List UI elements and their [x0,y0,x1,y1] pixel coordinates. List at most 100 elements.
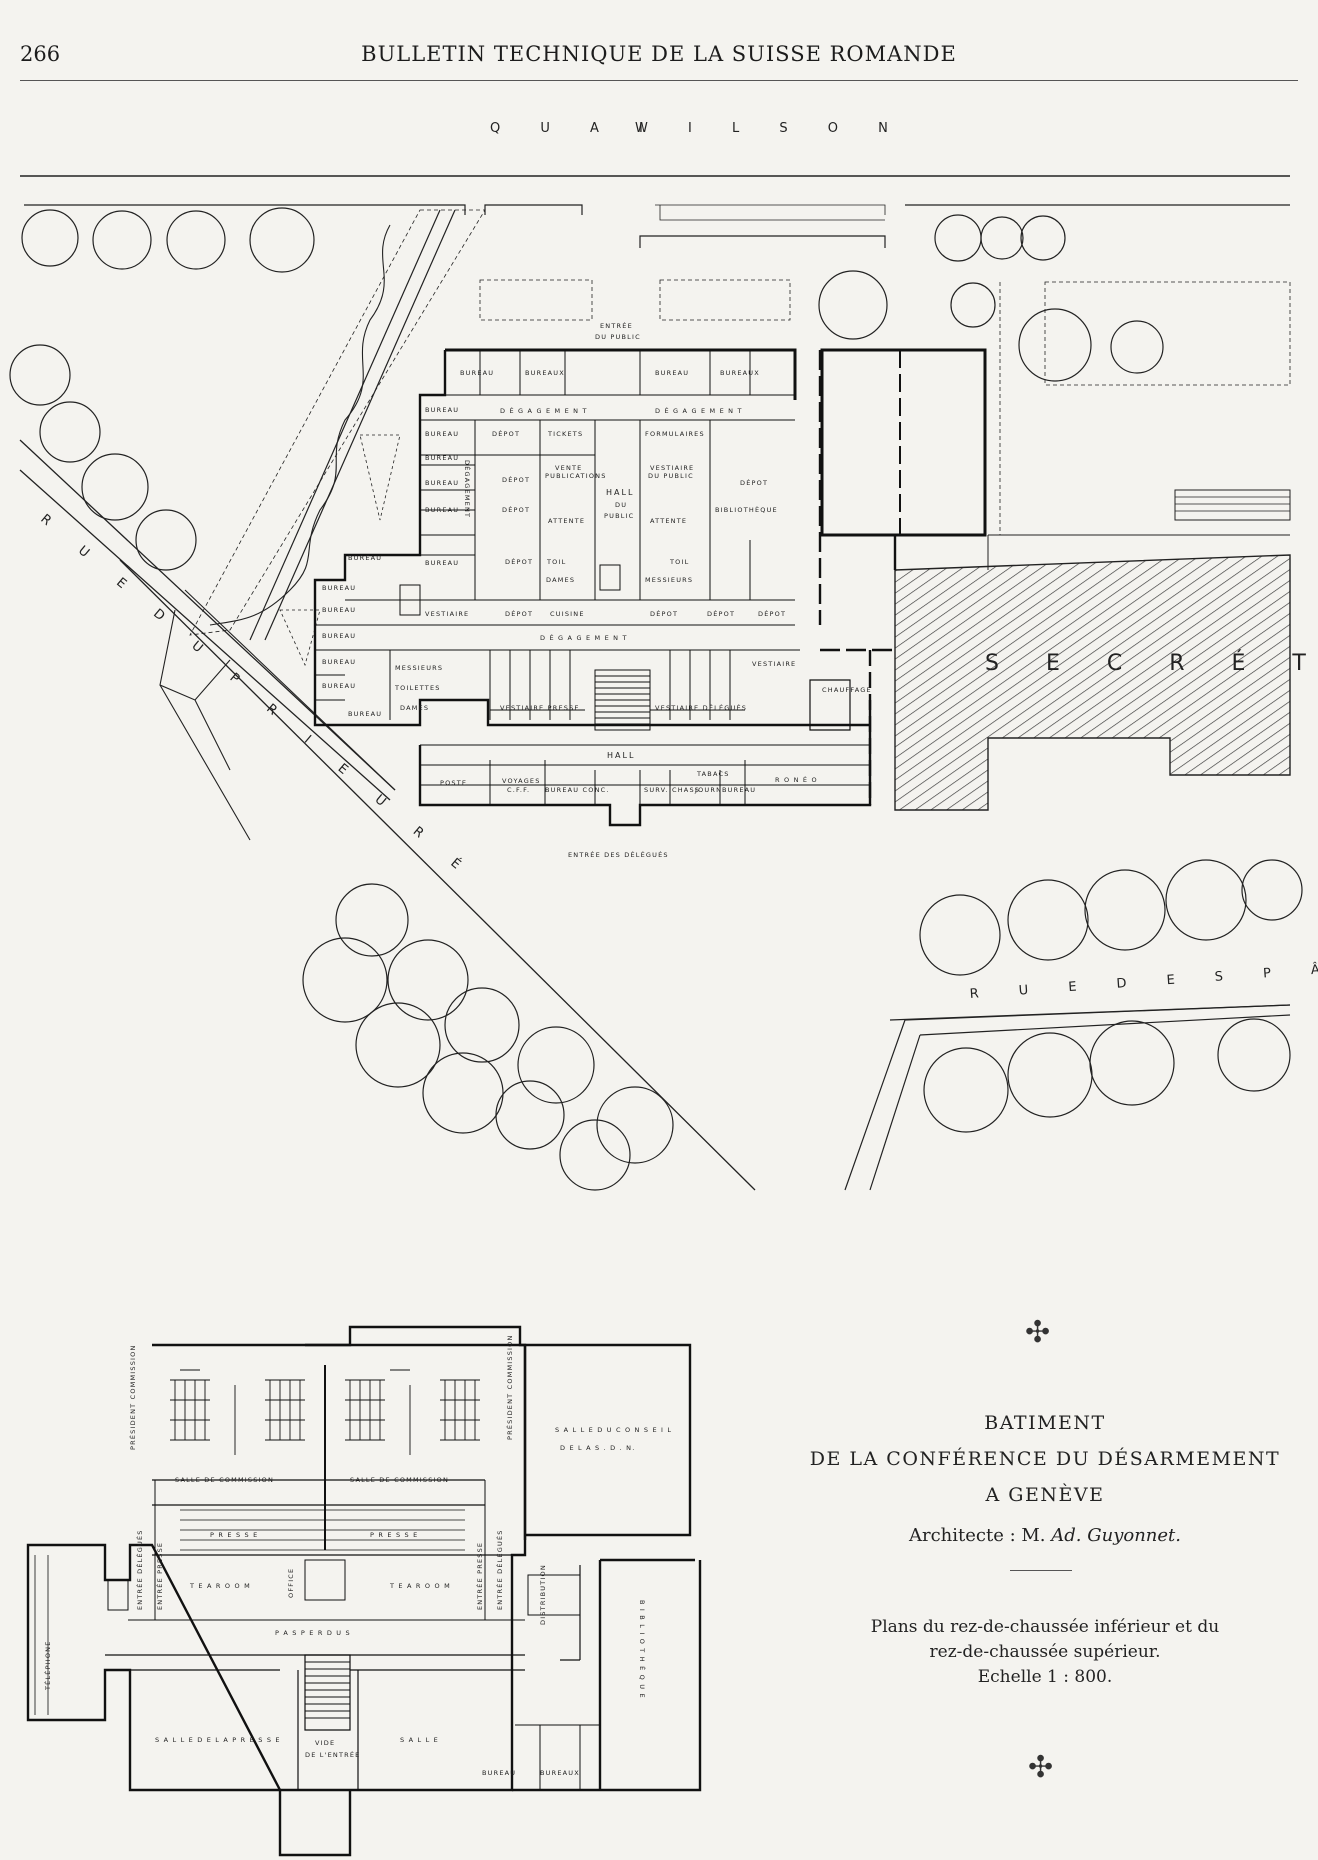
label-degagement: D É G A G E M E N T [655,406,743,415]
running-title: BULLETIN TECHNIQUE DE LA SUISSE ROMANDE [361,42,957,66]
label-bureaux: BUREAUX [540,1769,580,1777]
label-vente: VENTE [555,464,583,472]
label-surv-chass: SURV. CHASS. [644,786,703,794]
label-bureau: BUREAU [348,554,382,562]
label-bureau: BUREAU [425,406,459,414]
label-depot: DÉPOT [505,609,533,618]
tree [1084,869,1166,951]
label-vide-entree: DE L'ENTRÉE [305,1750,360,1759]
street-edge [844,1004,1291,1191]
frontage-line [639,235,886,248]
label-salle-commission: SALLE DE COMMISSION [175,1476,274,1484]
tree [355,1002,441,1088]
label-presse: P R E S S E [370,1531,418,1539]
ramp [159,609,231,701]
label-roneo: R O N É O [775,775,818,784]
label-voyages: VOYAGES [502,777,541,785]
street-edge [184,589,396,791]
label-tea-room: T E A R O O M [389,1582,451,1590]
path-line [264,209,456,641]
label-entree-delegues: ENTRÉE DÉLÉGUÉS [135,1529,144,1610]
tree [1020,215,1066,261]
caption-title-line: BATIMENT [984,1412,1106,1434]
label-entree-public: DU PUBLIC [595,333,641,341]
caption-divider [1010,1570,1072,1571]
lawn-plot [279,609,321,667]
ramp [159,684,251,841]
caption-title: BATIMENT DE LA CONFÉRENCE DU DÉSARMEMENT… [800,1405,1290,1513]
label-telephone: TÉLÉPHONE [43,1641,52,1692]
label-bureaux: BUREAUX [525,369,565,377]
label-entree-delegues: ENTRÉE DÉLÉGUÉS [495,1529,504,1610]
garden-bed [655,204,886,221]
secretariat-building [894,554,1291,811]
caption-desc-line: Echelle 1 : 800. [977,1667,1113,1687]
label-salle-commission: SALLE DE COMMISSION [350,1476,449,1484]
label-toilettes: TOILETTES [394,684,441,692]
frontage-line [24,204,583,215]
tree [934,214,982,262]
tree [9,344,71,406]
label-messieurs: MESSIEURS [395,664,443,672]
label-bureaux: BUREAUX [720,369,760,377]
label-depot: DÉPOT [707,609,735,618]
label-bureau: BUREAU [460,369,494,377]
building-lower-floor [313,348,987,827]
label-messieurs: MESSIEURS [645,576,693,584]
garden-bed [659,279,791,321]
label-bureau: BUREAU [722,786,756,794]
label-depot: DÉPOT [502,475,530,484]
tree [517,1026,595,1104]
label-bureau: BUREAU [348,710,382,718]
tree [1165,859,1247,941]
label-hall: HALL [607,751,635,760]
label-presse: P R E S S E [210,1531,258,1539]
label-distribution: DISTRIBUTION [539,1564,547,1625]
tree [919,894,1001,976]
label-degagement: D É G A G E M E N T [540,633,628,642]
street-edge [869,1034,921,1191]
label-bureau: BUREAU [322,658,356,666]
page-header: 266 BULLETIN TECHNIQUE DE LA SUISSE ROMA… [20,38,1298,81]
label-bureau: BUREAU [425,559,459,567]
upper-floor-plan [26,1325,702,1857]
label-attente: ATTENTE [548,517,585,525]
label-depot: DÉPOT [492,429,520,438]
label-hall-public: HALL [606,488,634,497]
label-depot: DÉPOT [505,557,533,566]
label-degagement: DÉGAGEMENT [463,460,472,518]
label-bureau: BUREAU [655,369,689,377]
label-journ: JOURN. [694,786,725,794]
tree [81,453,149,521]
tree [422,1052,504,1134]
tree [980,216,1024,260]
label-vestiaire-presse: VESTIAIRE PRESSE [500,704,580,712]
label-depot: DÉPOT [650,609,678,618]
label-depot: DÉPOT [502,505,530,514]
label-salle: S A L L E [400,1736,439,1744]
hedge-outline [209,224,391,626]
label-wilson: W I L S O N [635,121,906,136]
label-toilettes: TOIL [669,558,689,566]
tree [1007,879,1089,961]
tree [1089,1020,1175,1106]
label-poste: POSTE [440,779,467,787]
label-office: OFFICE [287,1568,295,1598]
street-edge [919,1014,1291,1036]
label-pas-perdus: P A S P E R D U S [275,1629,351,1637]
secretariat-edge [987,534,1290,570]
ornament-icon: ✣ [1028,1750,1054,1785]
label-attente: ATTENTE [650,517,687,525]
label-degagement: D É G A G E M E N T [500,406,588,415]
lawn-plot [359,434,401,521]
label-secretariat: S E C R É T A R I A T [985,650,1318,676]
label-rue-des-paquis: R U E D E S P Â Q U I S [969,947,1318,1002]
label-bureau: BUREAU [322,606,356,614]
label-entree-public: ENTRÉE [600,321,633,330]
tree [1007,1032,1093,1118]
architect-prefix: Architecte : M. [908,1525,1052,1546]
label-chauffage: CHAUFFAGE [822,686,872,694]
street-edge [19,439,396,791]
label-salle-conseil: S A L L E D U C O N S E I L [555,1426,672,1434]
